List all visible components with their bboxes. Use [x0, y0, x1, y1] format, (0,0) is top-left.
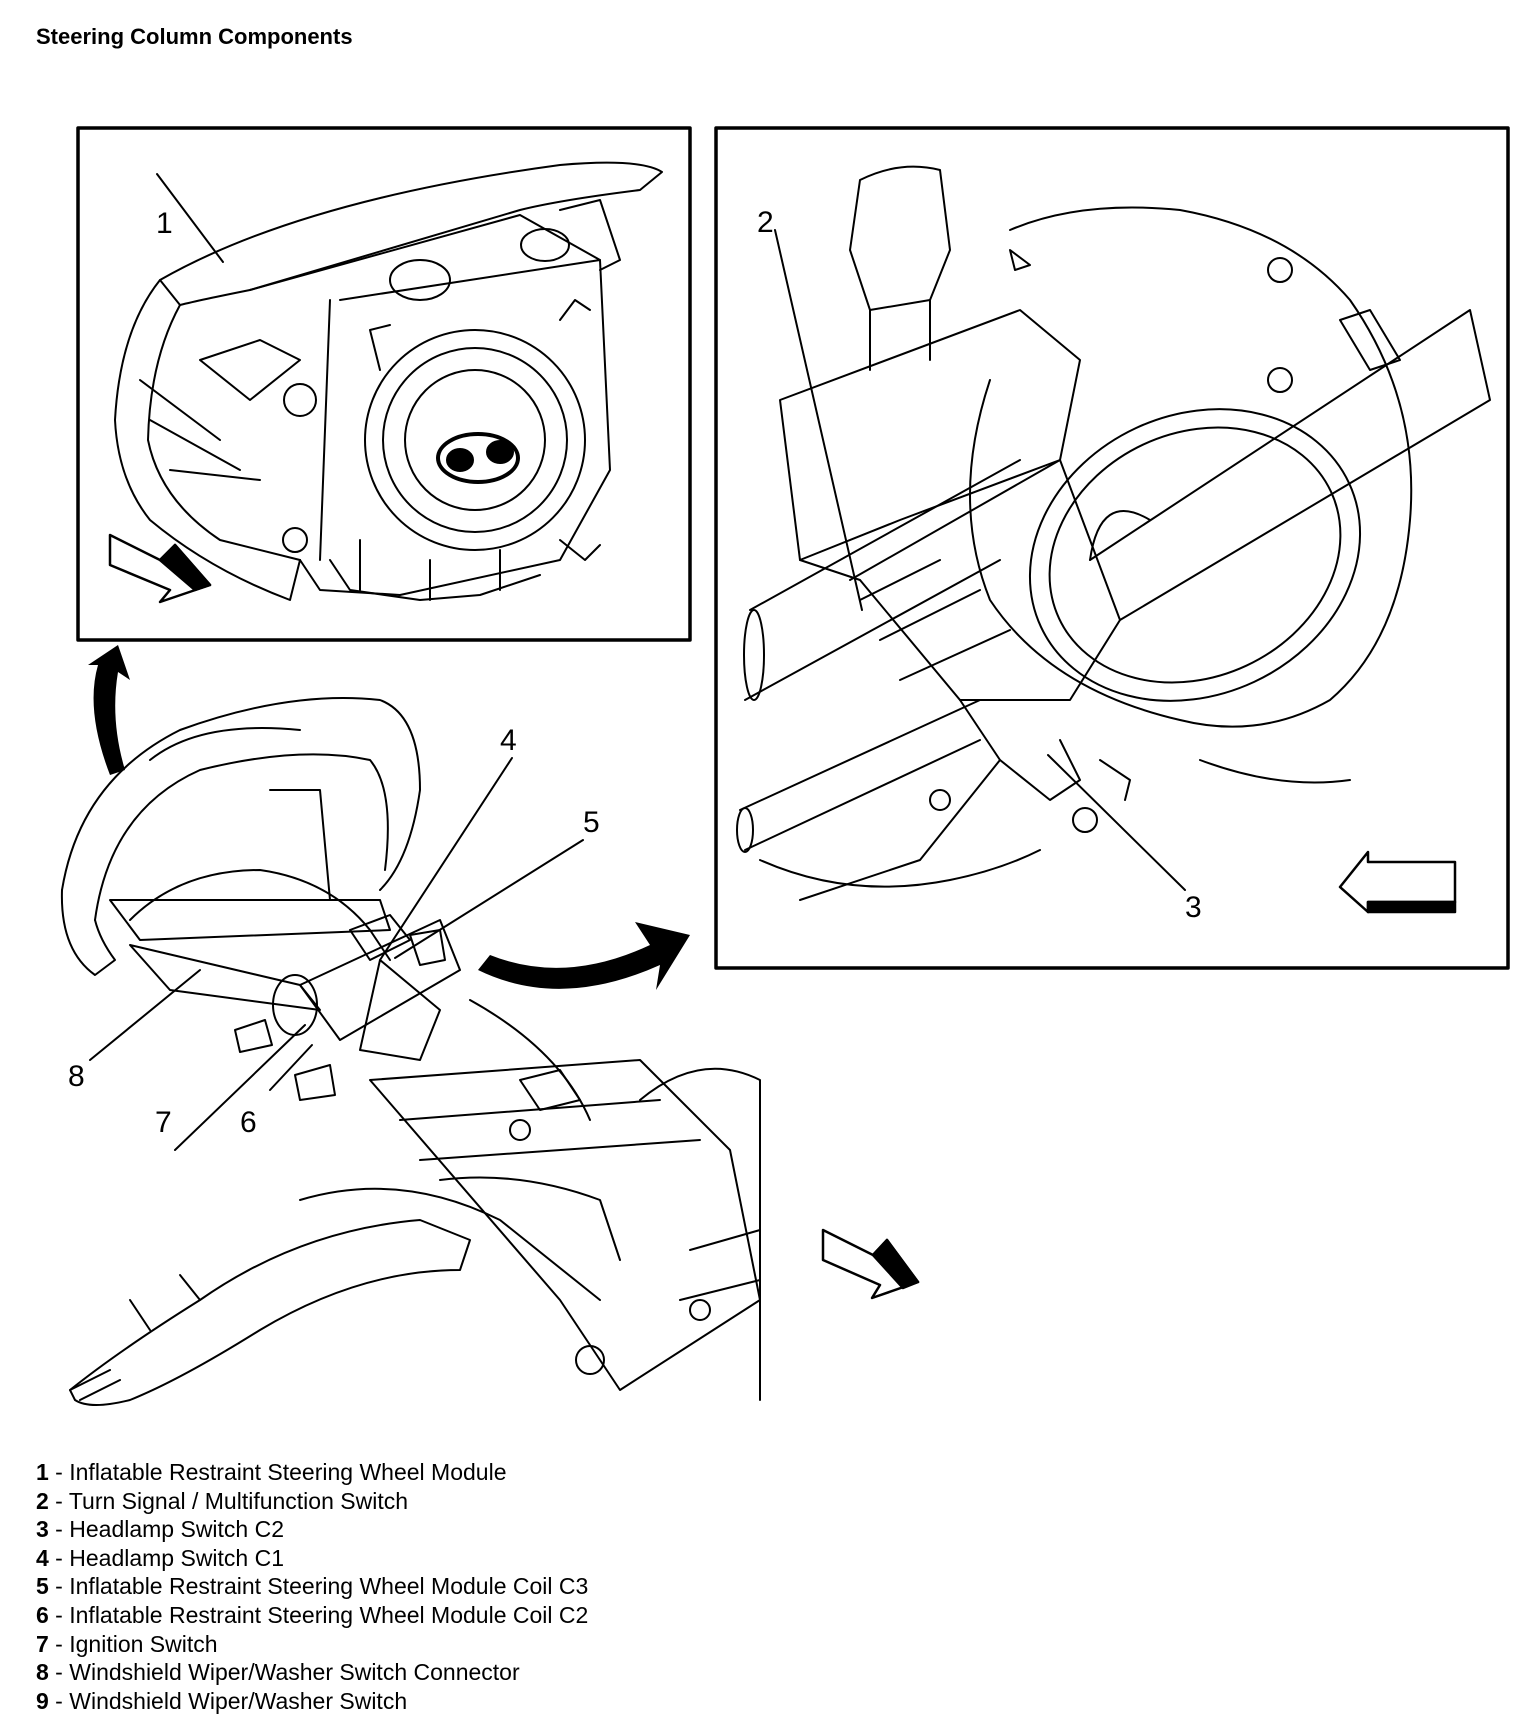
leader-line-1 — [156, 173, 224, 263]
callout-5: 5 — [583, 806, 600, 839]
leader-line-2 — [774, 229, 863, 611]
legend-item: 8 - Windshield Wiper/Washer Switch Conne… — [36, 1659, 520, 1686]
rotate-arrow-column — [478, 922, 690, 990]
callout-6: 6 — [240, 1106, 257, 1139]
switch-assembly-drawing — [736, 165, 1491, 901]
leader-line-4 — [379, 757, 513, 961]
legend-item: 9 - Windshield Wiper/Washer Switch — [36, 1687, 408, 1714]
leader-line-6 — [269, 1044, 313, 1091]
rotate-arrow-wheel — [88, 645, 130, 775]
direction-arrow-switch — [1338, 850, 1457, 914]
callout-2: 2 — [757, 206, 774, 239]
legend-item: 5 - Inflatable Restraint Steering Wheel … — [36, 1573, 589, 1600]
direction-arrow-airbag — [108, 533, 212, 604]
leader-line-7 — [174, 1024, 306, 1151]
switch-detail-frame — [714, 126, 1510, 970]
callout-8: 8 — [68, 1060, 85, 1093]
leader-line-8 — [89, 969, 201, 1061]
legend-item: 4 - Headlamp Switch C1 — [36, 1544, 285, 1571]
airbag-detail-frame — [76, 126, 692, 642]
page-title: Steering Column Components — [36, 24, 353, 49]
airbag-module-drawing — [114, 161, 663, 601]
callout-1: 1 — [156, 207, 173, 240]
legend-item: 6 - Inflatable Restraint Steering Wheel … — [36, 1601, 589, 1628]
callout-7: 7 — [155, 1106, 172, 1139]
callout-3: 3 — [1185, 891, 1202, 924]
legend-list: 1 - Inflatable Restraint Steering Wheel … — [36, 1458, 588, 1715]
legend-item: 2 - Turn Signal / Multifunction Switch — [36, 1487, 409, 1514]
steering-wheel-drawing — [60, 697, 421, 976]
legend-item: 1 - Inflatable Restraint Steering Wheel … — [36, 1459, 507, 1485]
leader-line-5 — [394, 839, 584, 959]
direction-arrow-column — [821, 1228, 920, 1300]
legend-item: 3 - Headlamp Switch C2 — [36, 1516, 285, 1543]
steering-column-drawing — [69, 914, 761, 1406]
leader-line-3 — [1047, 754, 1186, 891]
callout-4: 4 — [500, 724, 517, 757]
legend-item: 7 - Ignition Switch — [36, 1630, 218, 1657]
steering-column-illustration: 1 2 3 4 5 6 7 8 — [60, 126, 1510, 1406]
